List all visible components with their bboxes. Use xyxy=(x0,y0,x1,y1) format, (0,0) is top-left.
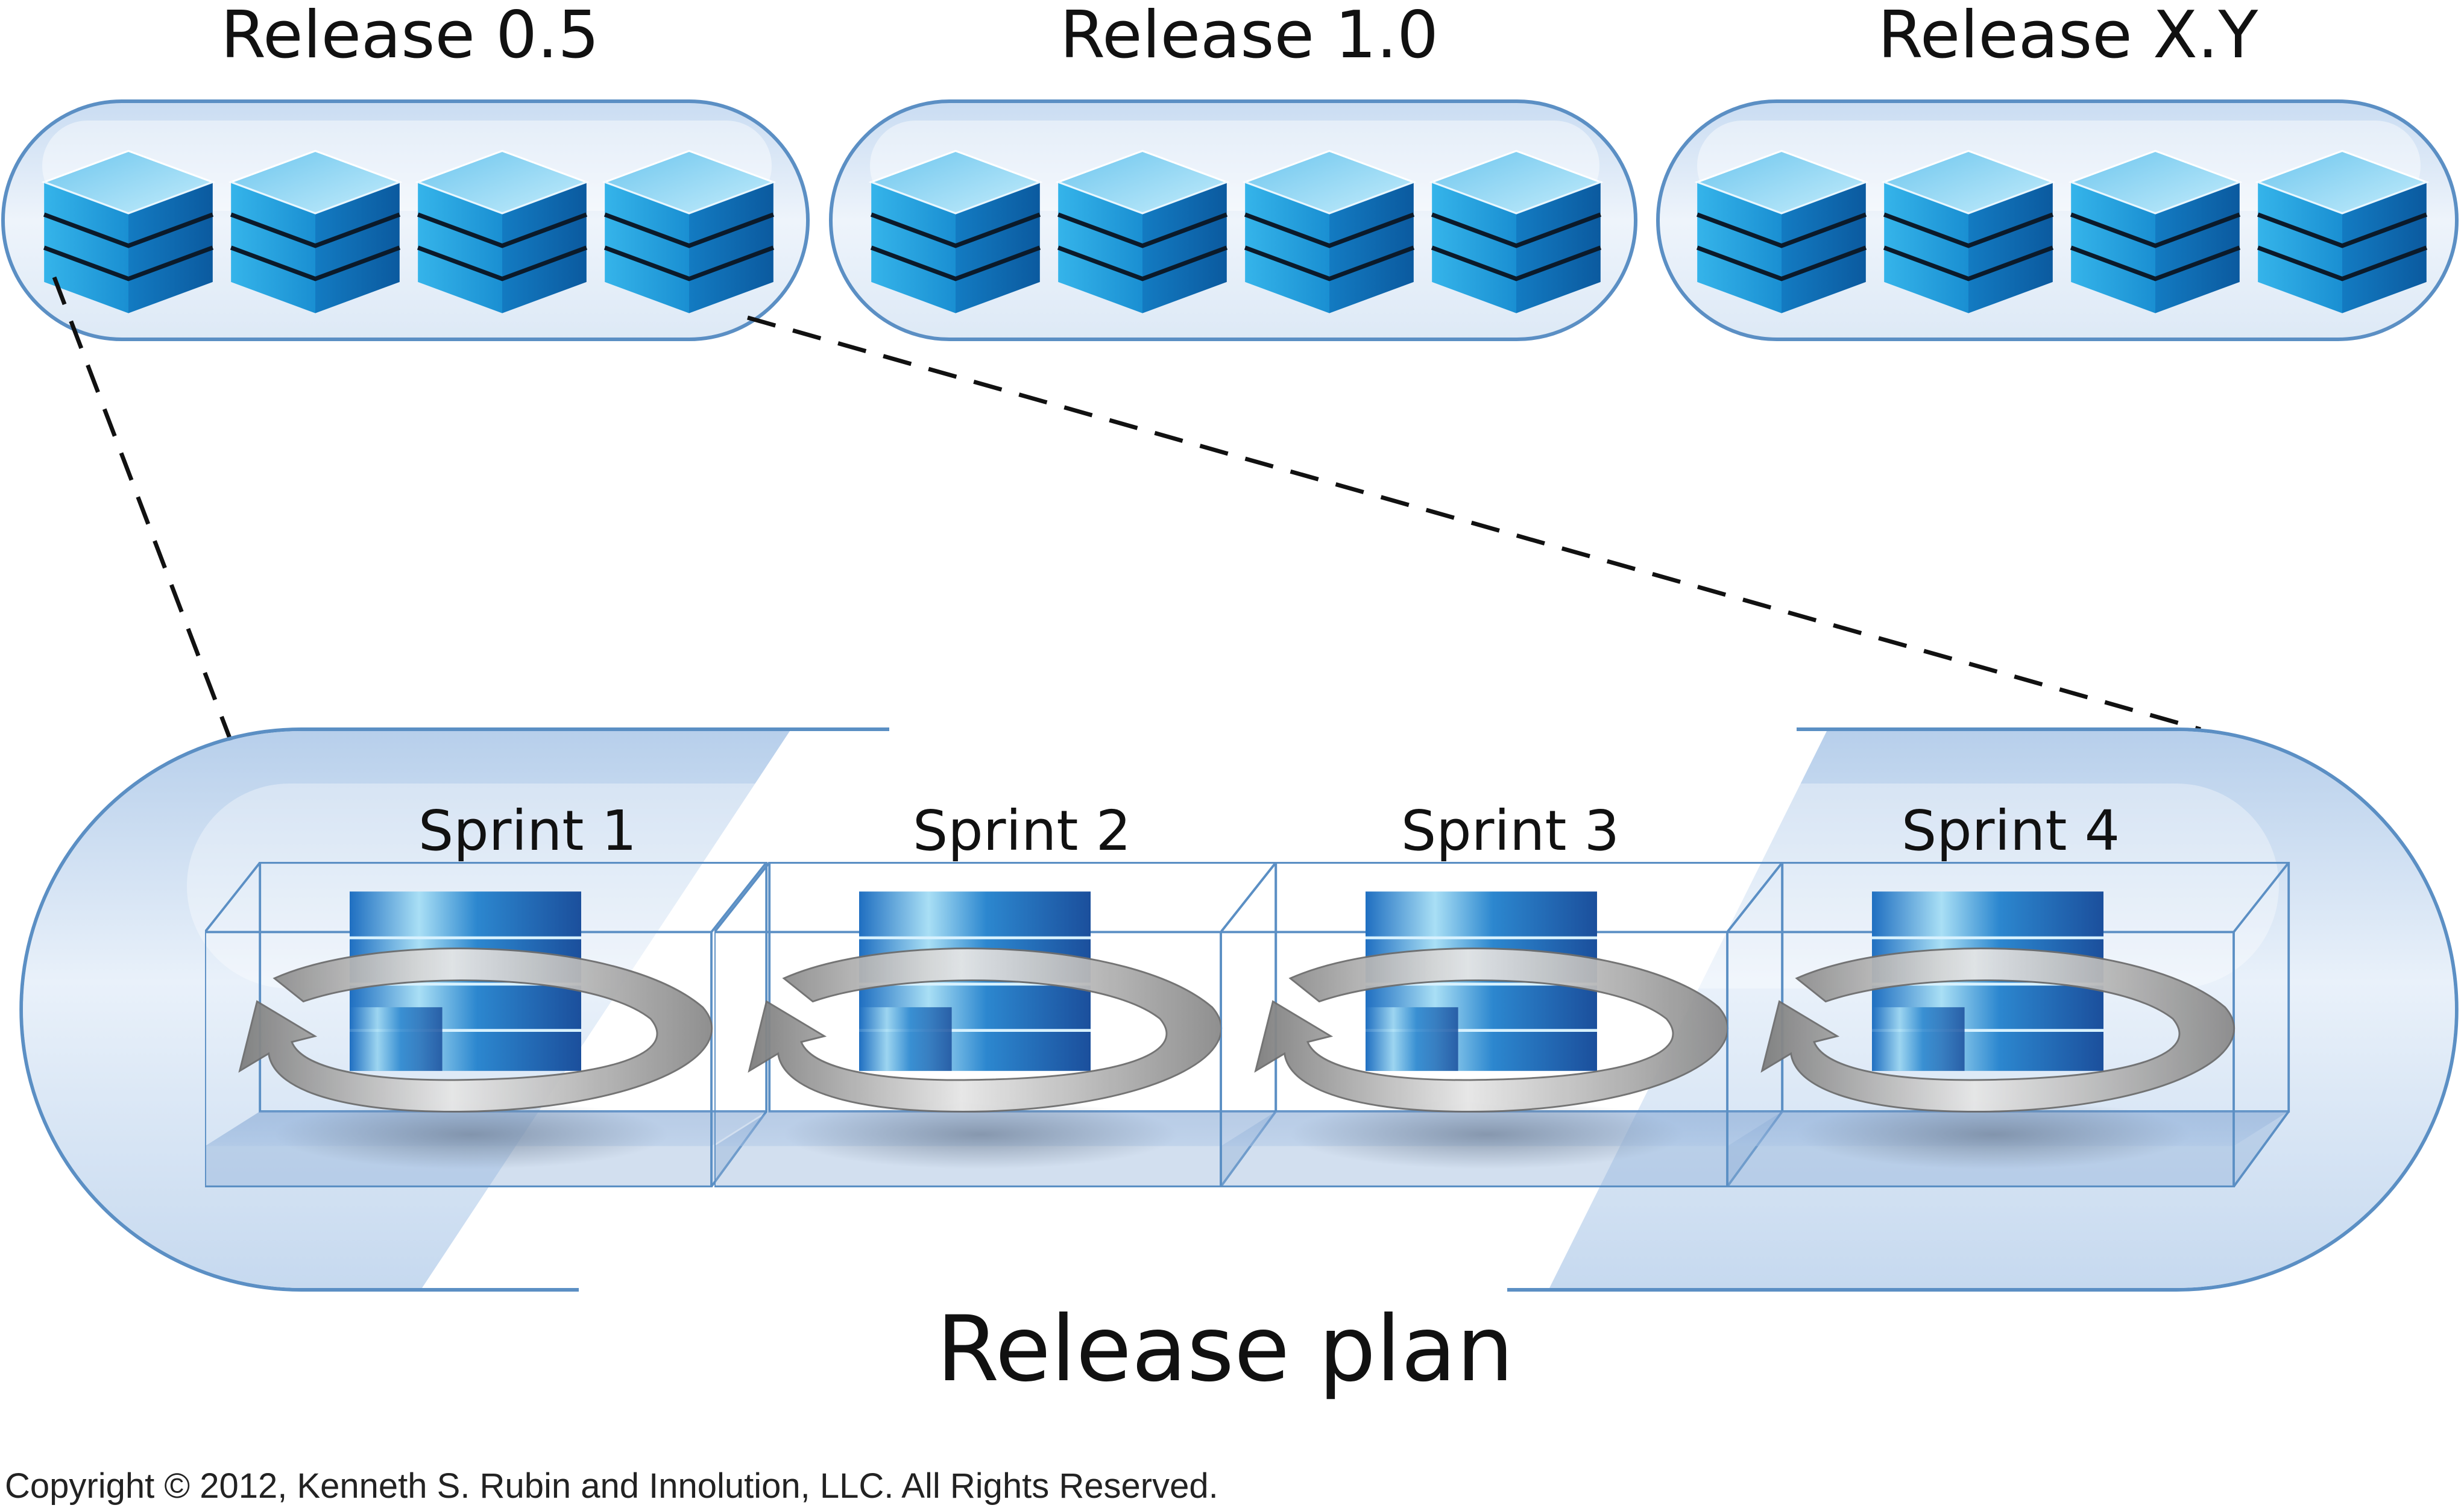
backlog-cube-icon xyxy=(1058,151,1227,313)
backlog-cube-icon xyxy=(44,151,213,313)
backlog-cube-icon xyxy=(2258,151,2427,313)
backlog-cube-icon xyxy=(231,151,400,313)
backlog-cube-icon xyxy=(871,151,1040,313)
sprint-label: Sprint 2 xyxy=(913,799,1131,863)
backlog-cube-icon xyxy=(1884,151,2053,313)
backlog-cube-icon xyxy=(1697,151,1866,313)
sprint-label: Sprint 3 xyxy=(1401,799,1619,863)
release-pill xyxy=(1656,99,2459,341)
zoom-line-left xyxy=(52,276,235,746)
copyright-notice: Copyright © 2012, Kenneth S. Rubin and I… xyxy=(5,1466,1218,1506)
zoom-line-right xyxy=(747,315,2201,732)
release-label: Release 0.5 xyxy=(221,0,599,73)
release-label: Release X.Y xyxy=(1878,0,2259,73)
backlog-cube-icon xyxy=(2071,151,2240,313)
sprint-label: Sprint 4 xyxy=(1902,799,2120,863)
release-plan-title: Release plan xyxy=(936,1297,1514,1402)
release-label: Release 1.0 xyxy=(1060,0,1438,73)
sprint-label: Sprint 1 xyxy=(418,799,637,863)
backlog-cube-icon xyxy=(1245,151,1414,313)
backlog-cube-icon xyxy=(605,151,774,313)
backlog-cube-icon xyxy=(418,151,587,313)
backlog-cube-icon xyxy=(1432,151,1601,313)
